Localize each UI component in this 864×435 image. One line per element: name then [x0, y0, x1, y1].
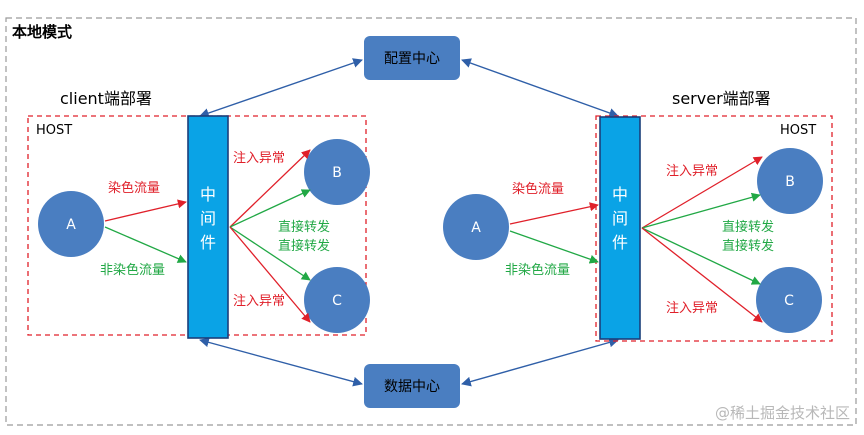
client-node-b — [304, 139, 370, 205]
server-config-link — [461, 58, 619, 118]
client-node-c — [304, 267, 370, 333]
server-forward-arrow-c — [641, 227, 761, 285]
config-center-label: 配置中心 — [384, 51, 440, 67]
server-node-b — [757, 148, 823, 214]
server-node-a — [443, 194, 509, 260]
server-fault-label-top: 注入异常 — [666, 164, 718, 179]
server-node-c-label: C — [784, 293, 794, 309]
client-forward-arrow-c — [229, 226, 311, 281]
client-middleware-label: 中间件 — [200, 185, 216, 252]
server-forward-label-1: 直接转发 — [722, 219, 774, 235]
server-forward-label-2: 直接转发 — [722, 238, 774, 254]
server-forward-arrow-b — [641, 192, 761, 229]
data-center-label: 数据中心 — [384, 379, 440, 395]
server-undyed-arrow — [509, 230, 599, 264]
server-fault-label-bottom: 注入异常 — [666, 301, 718, 316]
server-data-link — [461, 337, 619, 387]
server-host-box — [595, 115, 833, 342]
client-undyed-arrow — [104, 226, 187, 263]
client-fault-arrow-c — [229, 226, 311, 323]
server-section-label: server端部署 — [672, 89, 771, 108]
server-fault-arrow-b — [641, 156, 763, 229]
client-fault-label-top: 注入异常 — [233, 151, 285, 166]
data-center-box — [364, 364, 460, 408]
watermark: @稀土掘金技术社区 — [715, 404, 850, 422]
client-node-b-label: B — [332, 165, 342, 181]
client-undyed-label: 非染色流量 — [100, 262, 165, 278]
client-node-c-label: C — [332, 293, 342, 309]
client-middleware — [187, 115, 229, 339]
client-fault-arrow-b — [229, 149, 311, 228]
config-center-box — [364, 36, 460, 80]
client-dyed-arrow — [104, 199, 187, 222]
server-dyed-label: 染色流量 — [512, 181, 564, 197]
client-host-label: HOST — [36, 123, 72, 138]
server-node-a-label: A — [471, 220, 481, 236]
server-fault-arrow-c — [641, 227, 763, 323]
client-forward-label-1: 直接转发 — [278, 219, 330, 235]
client-data-link — [199, 337, 363, 387]
outer-frame — [5, 17, 857, 426]
client-forward-label-2: 直接转发 — [278, 238, 330, 254]
server-undyed-label: 非染色流量 — [505, 262, 570, 278]
server-host-label: HOST — [780, 123, 816, 138]
client-config-link — [199, 58, 363, 118]
server-middleware-label: 中间件 — [612, 185, 628, 252]
client-fault-label-bottom: 注入异常 — [233, 294, 285, 309]
client-node-a-label: A — [66, 217, 76, 233]
client-dyed-label: 染色流量 — [108, 180, 160, 196]
server-node-b-label: B — [785, 174, 795, 190]
server-node-c — [756, 267, 822, 333]
server-dyed-arrow — [509, 202, 599, 225]
client-node-a — [38, 191, 104, 257]
mode-title: 本地模式 — [12, 23, 72, 41]
client-section-label: client端部署 — [60, 89, 152, 108]
server-middleware — [599, 116, 641, 340]
client-forward-arrow-b — [229, 189, 311, 228]
